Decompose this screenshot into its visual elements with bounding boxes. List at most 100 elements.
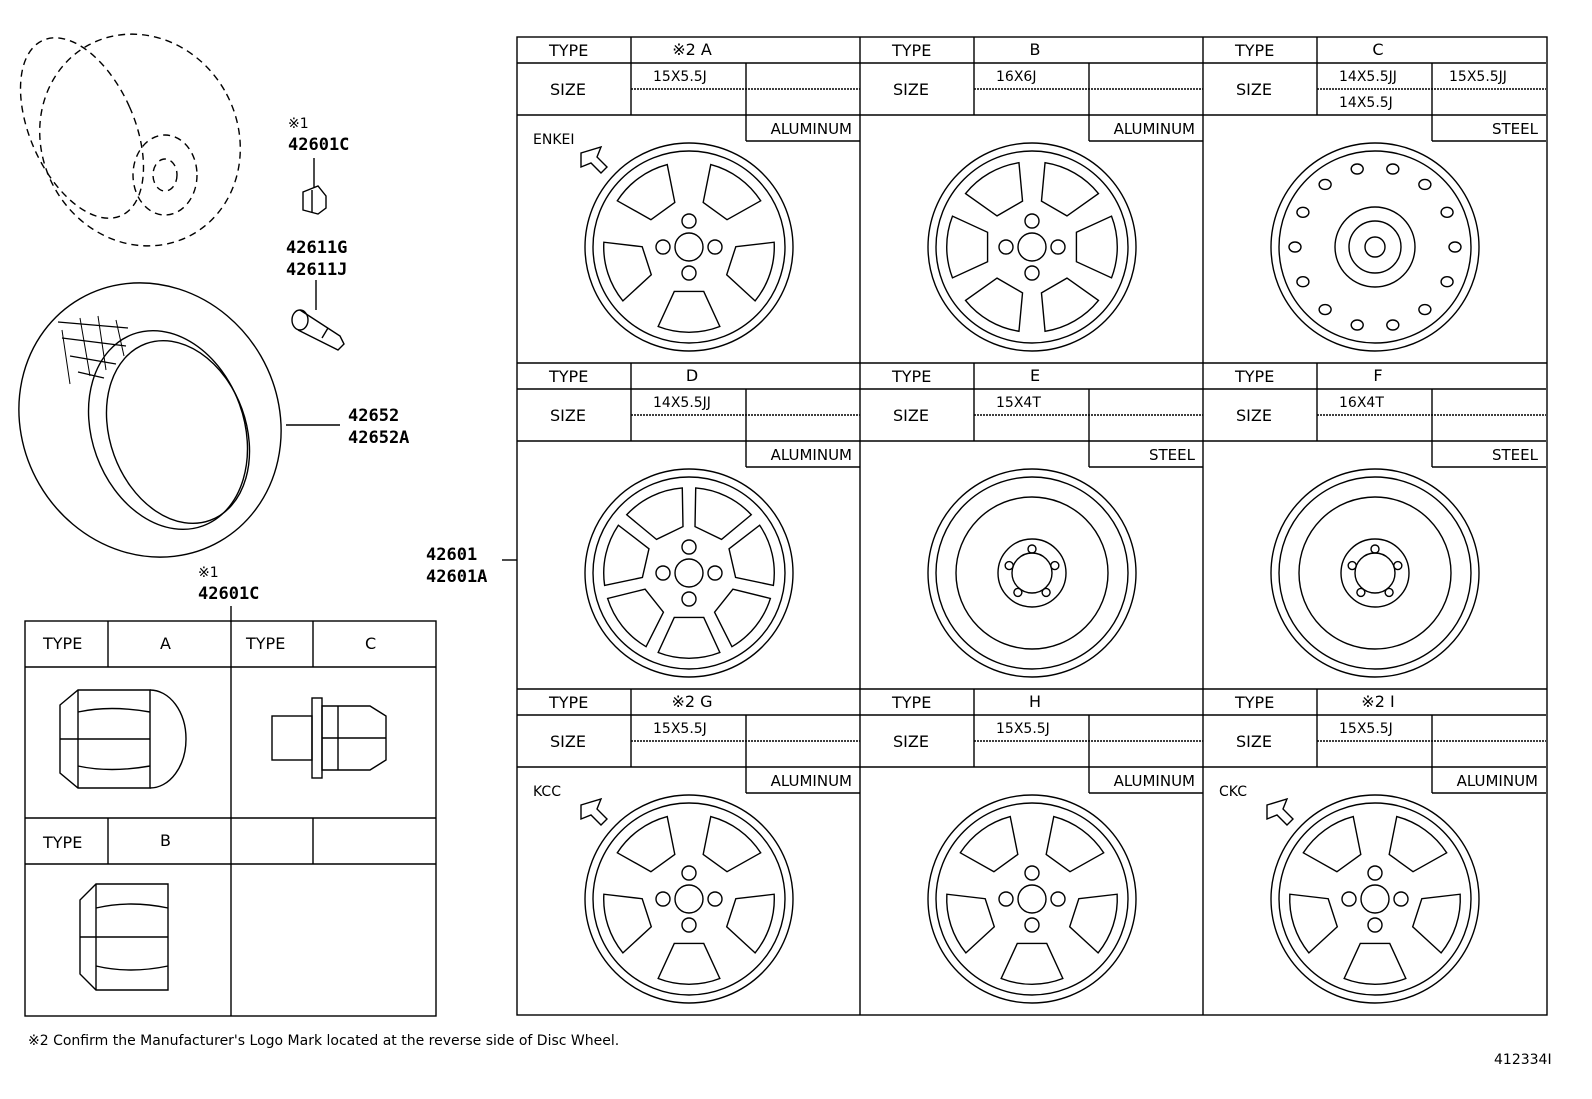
nut-type-a[interactable]: A [160,634,171,653]
nut-type-b[interactable]: B [160,831,171,850]
part-number-42601A[interactable]: 42601A [426,567,487,587]
lug-nut-table [24,620,437,1017]
wheel-type-value[interactable]: H [1029,692,1041,711]
wheel-size-value[interactable]: 15X5.5J [653,721,707,737]
wheel-size-value[interactable]: 14X5.5JJ [1339,69,1397,85]
wheel-maker: CKC [1219,784,1247,800]
wheel-type-label: TYPE [548,693,588,712]
lug-nut-icon [302,185,327,215]
wheel-material: ALUMINUM [1457,772,1538,790]
wheel-type-label: TYPE [1234,367,1274,386]
wheel-cell: TYPE SIZE F 16X4T STEEL [1203,363,1546,678]
wheel-material: ALUMINUM [1114,120,1195,138]
nut-type-label: TYPE [245,634,285,653]
wheel-icon[interactable] [1270,468,1480,678]
nut-type-label: TYPE [42,634,82,653]
part-number-42611J[interactable]: 42611J [286,260,347,280]
wheel-cell: TYPE SIZE ※2 A 15X5.5J ALUMINUM ENKEI [517,37,860,352]
wheel-type-label: TYPE [548,367,588,386]
wheel-table [516,36,1548,1016]
wheel-icon[interactable] [927,142,1137,352]
spare-tire-drawing [19,33,241,247]
wheel-icon[interactable] [584,794,794,1004]
wheel-size-label: SIZE [893,732,929,751]
wheel-type-value[interactable]: C [1372,40,1383,59]
wheel-type-value[interactable]: ※2 G [671,692,712,711]
wheel-material: ALUMINUM [771,446,852,464]
wheel-type-value[interactable]: ※2 A [672,40,712,59]
wheel-type-label: TYPE [891,367,931,386]
leader-lines [230,158,517,622]
wheel-cell: TYPE SIZE B 16X6J ALUMINUM [860,37,1203,352]
wheel-type-label: TYPE [1234,41,1274,60]
lug-nut-icon [271,697,387,779]
lug-nut-icon [59,689,187,789]
tire-icon [18,282,282,558]
wheel-size-value[interactable]: 15X5.5J [653,69,707,85]
wheel-size-label: SIZE [550,406,586,425]
pointer-arrow-icon [580,145,608,174]
wheel-size-label: SIZE [893,406,929,425]
part-number-42611G[interactable]: 42611G [286,238,347,258]
wheel-size-value[interactable]: 14X5.5J [1339,95,1393,111]
wheel-type-value[interactable]: B [1030,40,1041,59]
wheel-type-value[interactable]: F [1373,366,1382,385]
wheel-icon[interactable] [584,468,794,678]
wheel-material: STEEL [1149,446,1196,464]
wheel-material: ALUMINUM [771,120,852,138]
wheel-cell: TYPE SIZE H 15X5.5J ALUMINUM [860,689,1203,1004]
wheel-icon[interactable] [927,794,1137,1004]
wheel-size-value[interactable]: 15X5.5J [996,721,1050,737]
nut-type-label: TYPE [42,833,82,852]
wheel-material: ALUMINUM [771,772,852,790]
wheel-type-value[interactable]: E [1030,366,1040,385]
wheel-icon[interactable] [1270,142,1480,352]
wheel-maker: ENKEI [533,132,574,148]
valve-icon [291,309,345,351]
wheel-size-label: SIZE [550,732,586,751]
part-number-42652[interactable]: 42652 [348,406,399,426]
footnote: ※2 Confirm the Manufacturer's Logo Mark … [28,1033,619,1049]
pointer-arrow-icon [1266,797,1294,826]
wheel-size-value[interactable]: 15X4T [996,395,1041,411]
part-number-42601C[interactable]: 42601C [288,135,349,155]
wheel-size-label: SIZE [1236,80,1272,99]
tire-icon [19,33,241,247]
note1-mark: ※1 [198,565,219,581]
wheel-type-value[interactable]: D [686,366,698,385]
wheel-size-value[interactable]: 16X6J [996,69,1036,85]
wheel-size-label: SIZE [550,80,586,99]
note1-mark: ※1 [288,116,309,132]
part-number-42601C[interactable]: 42601C [198,584,259,604]
wheel-cell: TYPE SIZE D 14X5.5JJ ALUMINUM [517,363,860,678]
pointer-arrow-icon [580,797,608,826]
wheel-type-value[interactable]: ※2 I [1361,692,1394,711]
wheel-icon[interactable] [927,468,1137,678]
wheel-cell: TYPE SIZE ※2 G 15X5.5J ALUMINUM KCC [517,689,860,1004]
diagram-id: 412334I [1494,1052,1552,1068]
wheel-maker: KCC [533,784,561,800]
wheel-size-value[interactable]: 15X5.5JJ [1449,69,1507,85]
wheel-size-value[interactable]: 15X5.5J [1339,721,1393,737]
wheel-type-label: TYPE [548,41,588,60]
wheel-size-label: SIZE [1236,406,1272,425]
part-number-42652A[interactable]: 42652A [348,428,409,448]
wheel-icon[interactable] [584,142,794,352]
wheel-size-label: SIZE [1236,732,1272,751]
wheel-type-label: TYPE [891,41,931,60]
nut-type-c[interactable]: C [365,634,376,653]
wheel-icon[interactable] [1270,794,1480,1004]
wheel-type-label: TYPE [891,693,931,712]
wheel-cell: TYPE SIZE C 14X5.5JJ 15X5.5JJ 14X5.5J STEEL [1203,37,1546,352]
wheel-material: STEEL [1492,120,1539,138]
wheel-material: STEEL [1492,446,1539,464]
wheel-material: ALUMINUM [1114,772,1195,790]
part-number-42601[interactable]: 42601 [426,545,477,565]
wheel-size-label: SIZE [893,80,929,99]
wheel-size-value[interactable]: 16X4T [1339,395,1384,411]
lug-nut-icon [79,883,169,991]
wheel-size-value[interactable]: 14X5.5JJ [653,395,711,411]
wheel-cell: TYPE SIZE E 15X4T STEEL [860,363,1203,678]
